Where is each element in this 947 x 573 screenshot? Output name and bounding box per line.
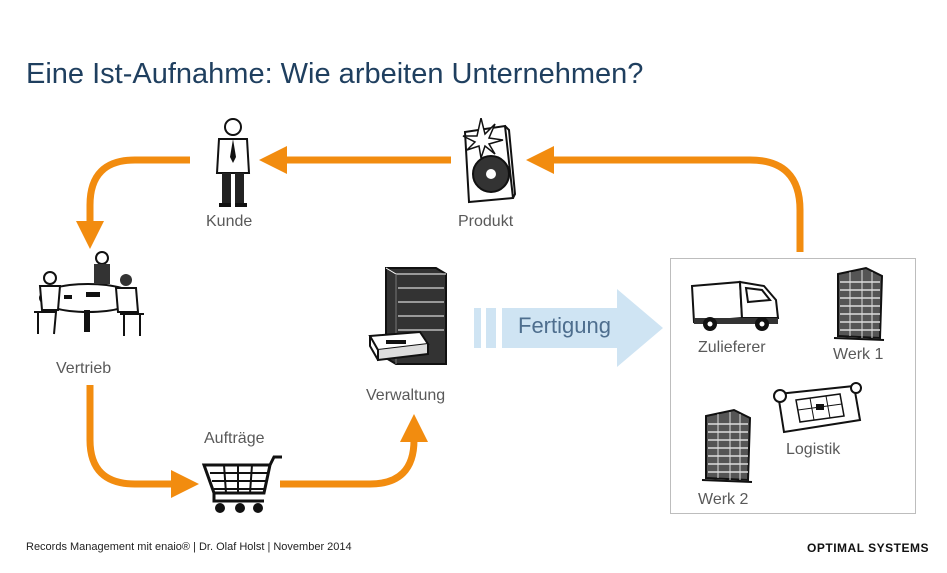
meeting-table-icon bbox=[34, 251, 144, 336]
vertrieb-label: Vertrieb bbox=[56, 360, 112, 377]
businessman-icon bbox=[215, 118, 251, 207]
cd-box-icon bbox=[462, 118, 517, 204]
arrow-werk-to-produkt bbox=[526, 146, 804, 252]
verwaltung-label: Verwaltung bbox=[366, 387, 446, 404]
arrow-auftraege-to-verwaltung bbox=[280, 414, 428, 488]
kunde-label: Kunde bbox=[206, 213, 253, 230]
auftraege-label: Aufträge bbox=[204, 430, 265, 447]
arrow-kunde-to-vertrieb bbox=[76, 156, 190, 249]
factory-building-icon bbox=[833, 266, 885, 341]
fertigung-arrow bbox=[474, 289, 663, 367]
fertigung-label: Fertigung bbox=[518, 313, 611, 338]
page-title: Eine Ist-Aufnahme: Wie arbeiten Unterneh… bbox=[26, 58, 644, 90]
brand-logo: OPTIMAL SYSTEMS bbox=[807, 541, 929, 555]
production-group-box bbox=[670, 258, 916, 514]
server-rack-icon bbox=[368, 267, 447, 365]
shopping-cart-icon bbox=[201, 455, 282, 513]
werk2-label: Werk 2 bbox=[698, 491, 749, 508]
delivery-van-icon bbox=[690, 280, 780, 331]
footer-text: Records Management mit enaio® | Dr. Olaf… bbox=[26, 541, 352, 553]
logistik-label: Logistik bbox=[786, 441, 841, 458]
arrow-vertrieb-to-auftraege bbox=[86, 385, 199, 498]
blueprint-map-icon bbox=[773, 382, 862, 434]
werk1-label: Werk 1 bbox=[833, 346, 884, 363]
factory-building-icon bbox=[701, 408, 753, 483]
produkt-label: Produkt bbox=[458, 213, 514, 230]
zulieferer-label: Zulieferer bbox=[698, 339, 766, 356]
